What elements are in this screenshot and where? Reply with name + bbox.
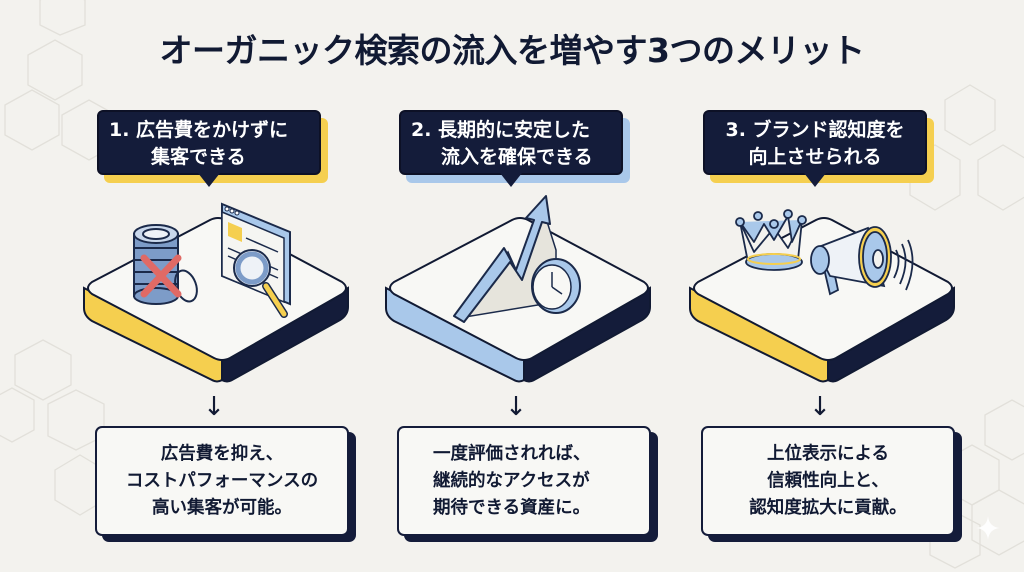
merit-3-desc-line3: 認知度拡大に貢献。 bbox=[749, 497, 907, 518]
merit-column-3: 3. ブランド認知度を 向上させられる ↓ 上位表示に bbox=[688, 0, 988, 572]
merit-3-desc-line1: 上位表示による bbox=[767, 443, 889, 464]
down-arrow-icon: ↓ bbox=[809, 392, 831, 422]
merit-column-1: 1. 広告費をかけずに 集客できる bbox=[82, 0, 382, 572]
clock-icon bbox=[531, 258, 581, 314]
merit-1-desc-line1: 広告費を抑え、 bbox=[160, 443, 284, 464]
merit-column-2: 2. 長期的に安定した 流入を確保できる ↓ 一度評価されれば、 継続的なアクセ… bbox=[384, 0, 684, 572]
merit-1-desc-line2: コストパフォーマンスの bbox=[125, 470, 319, 491]
merit-3-desc-line2: 信頼性向上と、 bbox=[767, 470, 889, 491]
merit-1-description-card: 広告費を抑え、 コストパフォーマンスの 高い集客が可能。 bbox=[95, 426, 349, 536]
down-arrow-icon: ↓ bbox=[505, 392, 527, 422]
merit-2-heading-bubble: 2. 長期的に安定した 流入を確保できる bbox=[399, 110, 623, 175]
megaphone-icon bbox=[810, 226, 914, 296]
merit-1-heading-line2: 集客できる bbox=[151, 146, 246, 168]
merit-2-desc-line3: 期待できる資産に。 bbox=[433, 497, 591, 518]
merit-1-desc-line3: 高い集客が可能。 bbox=[152, 497, 292, 518]
merit-3-heading-bubble: 3. ブランド認知度を 向上させられる bbox=[703, 110, 927, 175]
crown-icon bbox=[735, 209, 807, 271]
sparkle-icon bbox=[976, 516, 1000, 540]
page-title: オーガニック検索の流入を増やす3つのメリット bbox=[159, 31, 865, 70]
merit-1-heading-line1: 1. 広告費をかけずに bbox=[109, 119, 289, 141]
merit-1-isometric-platform bbox=[83, 202, 349, 383]
merit-1-heading-bubble: 1. 広告費をかけずに 集客できる bbox=[97, 110, 321, 175]
merit-2-heading-line2: 流入を確保できる bbox=[441, 146, 593, 168]
down-arrow-icon: ↓ bbox=[203, 392, 225, 422]
cross-icon bbox=[140, 254, 182, 298]
merit-2-desc-line2: 継続的なアクセスが bbox=[433, 470, 590, 491]
magnifier-icon bbox=[233, 249, 288, 318]
merit-2-desc-line1: 一度評価されれば、 bbox=[433, 443, 591, 464]
merit-2-description-card: 一度評価されれば、 継続的なアクセスが 期待できる資産に。 bbox=[397, 426, 651, 536]
merit-3-isometric-platform bbox=[689, 209, 955, 383]
merit-2-isometric-platform bbox=[385, 195, 651, 383]
merit-3-heading-line2: 向上させられる bbox=[748, 146, 882, 168]
merit-3-description-card: 上位表示による 信頼性向上と、 認知度拡大に貢献。 bbox=[701, 426, 955, 536]
bubble-tail bbox=[198, 173, 220, 187]
merit-2-heading-line1: 2. 長期的に安定した bbox=[411, 119, 591, 141]
bubble-tail bbox=[804, 173, 826, 187]
bubble-tail bbox=[500, 173, 522, 187]
merit-3-heading-line1: 3. ブランド認知度を bbox=[725, 119, 905, 141]
